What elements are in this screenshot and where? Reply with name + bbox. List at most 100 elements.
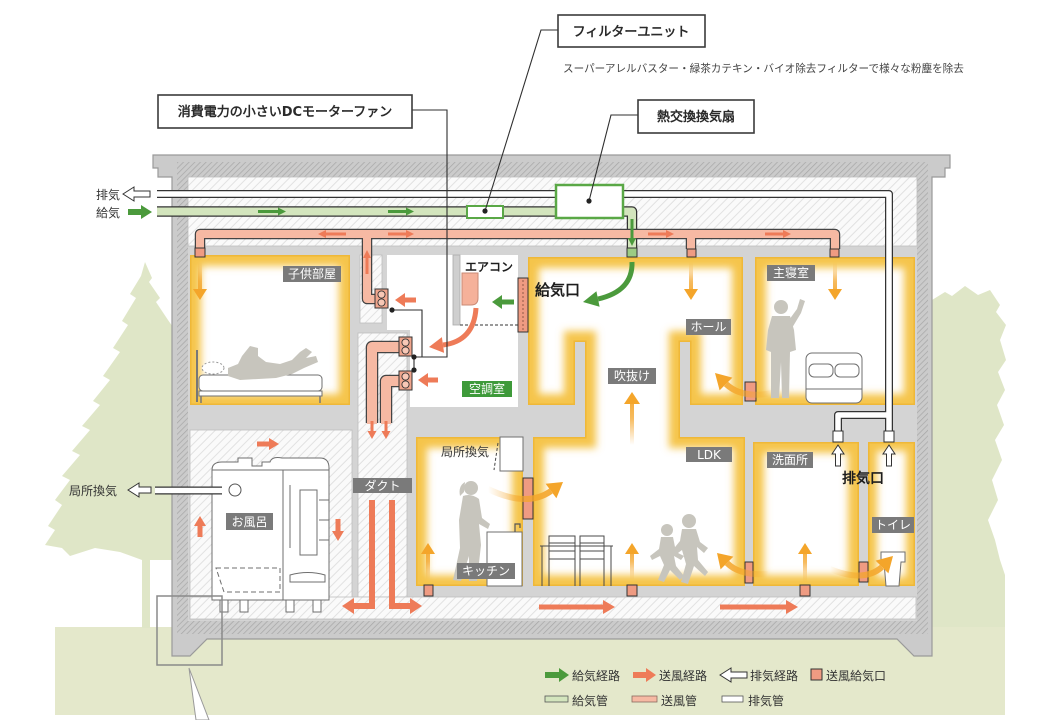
supply-inlet-arrow-head (141, 205, 152, 219)
vent-floor-ldk (626, 584, 638, 597)
duct-down-arrow-1 (367, 421, 377, 439)
scenery (45, 262, 1006, 715)
supply-pipe-arrow-2 (388, 207, 414, 216)
dc-fan-3 (398, 370, 413, 391)
blower-riser-arrow (363, 250, 371, 274)
running-children-figures (650, 514, 708, 584)
washroom-flow-arrow (798, 543, 812, 582)
blower-pipe-arrow-2-head (406, 230, 414, 238)
foundation-detail-frame (156, 595, 223, 666)
tag-duct: ダクト (353, 478, 412, 493)
duct-down-arrow-1-head (367, 431, 377, 439)
washroom-to-toilet-curve-arrow (828, 556, 893, 579)
supply-drop-arrow-head (628, 238, 636, 246)
vent-master-bedroom (829, 248, 840, 258)
legend-blower-route: 送風経路 (659, 668, 707, 683)
svg-text:キッチン: キッチン (462, 564, 510, 578)
hall-flow-arrow-head (684, 289, 698, 300)
tag-atrium: 吹抜け (608, 368, 656, 384)
kitchen-to-ldk-curve-arrow-shaft (486, 486, 553, 502)
tag-toilet: トイレ (872, 517, 914, 533)
ac-room-floor (387, 255, 518, 407)
supply-vent-curve-arrow-head (583, 291, 600, 307)
svg-text:空調室: 空調室 (469, 381, 505, 396)
label-exhaust-outside: 排気 (96, 187, 120, 202)
legend-exhaust-route: 排気経路 (750, 668, 798, 683)
ldk-flow-arrow (625, 543, 639, 580)
bath-arrow-right (257, 438, 279, 450)
fan-intake-arrow-2-head (418, 373, 428, 387)
master-to-hall-curve-arrow-shaft (723, 381, 773, 398)
right-tree (932, 286, 1006, 627)
bath-arrow-right-head (269, 438, 279, 450)
vent-hall (686, 248, 697, 258)
exhaust-port-washroom (832, 430, 844, 443)
supply-vent-curve-arrow (583, 261, 635, 307)
svg-text:主寝室: 主寝室 (773, 265, 809, 280)
svg-text:子供部屋: 子供部屋 (288, 266, 336, 281)
callout-line-heat-exchanger (588, 114, 638, 202)
svg-text:ホール: ホール (690, 320, 726, 334)
tag-master-bedroom: 主寝室 (767, 265, 815, 281)
legend-blower-vent: 送風給気口 (826, 668, 886, 683)
kids-bed (196, 350, 323, 403)
duct-left-arrow-head (342, 598, 354, 614)
callout-label-heat-exchanger: 熱交換換気扇 (657, 109, 735, 125)
blower-pipe-arrow-1-head (318, 230, 326, 238)
kitchen-flow-arrow-head (421, 543, 435, 554)
callout-dc-fan: 消費電力の小さいDCモーターファン (157, 94, 448, 373)
duct-down-arrow-2 (381, 421, 391, 439)
legend-blower-pipe-icon (631, 695, 658, 703)
label-kitchen-local-exhaust: 局所換気 (441, 444, 489, 459)
kitchen-to-ldk-curve-arrow-head (545, 482, 563, 499)
tag-ldk: LDK (686, 447, 732, 462)
legend-exhaust-pipe-icon (721, 695, 744, 703)
master-flow-arrow (828, 262, 842, 300)
blower-pipe-arrow-1 (318, 230, 346, 238)
supply-pipe-arrow-1-head (278, 207, 286, 216)
bath-arrow-up (194, 516, 206, 537)
svg-text:トイレ: トイレ (875, 518, 911, 532)
legend-vent-square-icon (810, 668, 823, 681)
atrium-flow-arrow (624, 392, 640, 445)
kids-room-flow-arrow-head (193, 289, 207, 300)
callout-line-filter (484, 29, 558, 212)
legend: 給気経路 送風経路 排気経路 送風給気口 給気管 送風管 排気管 (544, 667, 886, 708)
atrium-flow-arrow-head (624, 392, 640, 404)
duct-left-arrow-shaft (353, 500, 375, 609)
legend-supply-pipe-icon (544, 695, 569, 703)
callout-label-dc-fan: 消費電力の小さいDCモーターファン (178, 104, 393, 120)
kids-room-flow-arrow (193, 262, 207, 300)
svg-text:LDK: LDK (697, 448, 722, 462)
supply-port (626, 247, 638, 258)
washroom-exhaust-up-arrow-icon (831, 444, 845, 467)
blower-pipe (194, 228, 841, 424)
washroom-flow-arrow-head (798, 543, 812, 554)
vent-floor-washroom (799, 584, 811, 597)
bath-unit (211, 457, 330, 613)
svg-text:吹抜け: 吹抜け (614, 369, 650, 383)
supply-to-ac-arrow-head (492, 295, 502, 309)
underfloor-arrow-1-head (603, 600, 615, 614)
underfloor-arrow-2-head (786, 600, 798, 614)
ac-room (387, 254, 518, 407)
left-tree (45, 262, 175, 628)
supply-vent-curve-arrow-shaft (597, 261, 635, 302)
foundation-detail-pointer (188, 667, 210, 720)
legend-blower-pipe: 送風管 (661, 693, 697, 708)
dc-fan-2 (398, 336, 413, 357)
label-supply-outside: 給気 (96, 205, 120, 220)
supply-pipe-arrow-2-head (406, 207, 414, 216)
exhaust-port-toilet (883, 430, 895, 443)
master-flow-arrow-head (828, 289, 842, 300)
callout-label-filter-unit: フィルターユニット (573, 25, 690, 40)
filter-description: スーパーアレルバスター・緑茶カテキン・バイオ除去フィルターで様々な粉塵を除去 (563, 62, 964, 75)
man-figure (766, 299, 805, 398)
supply-pipe-arrow-1 (258, 207, 286, 216)
child-reading-figure (228, 346, 318, 380)
callout-heat-exchanger: 熱交換換気扇 (586, 99, 755, 204)
bath-arrow-down-head (332, 531, 344, 541)
svg-text:お風呂: お風呂 (231, 515, 267, 529)
blower-pipe-arrow-4-head (783, 230, 791, 238)
hall-flow-arrow (684, 262, 698, 300)
